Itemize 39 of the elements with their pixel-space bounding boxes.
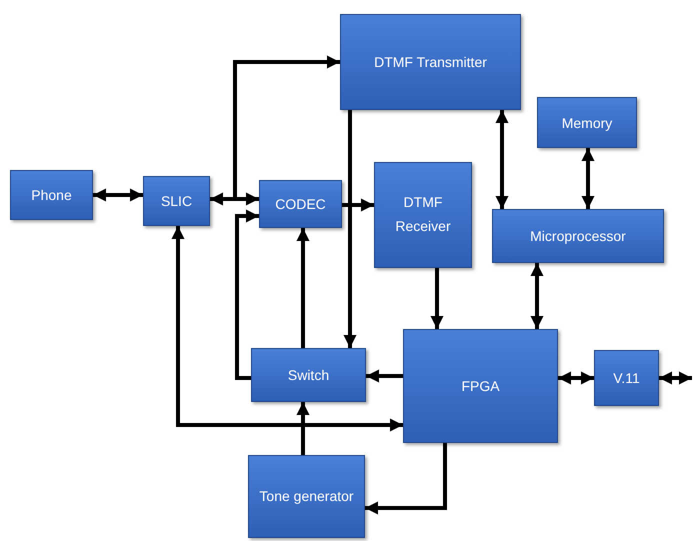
- block-label: Tone generator: [259, 486, 354, 506]
- block-box: [492, 209, 664, 263]
- arrow: [342, 198, 374, 212]
- block-box: [403, 329, 558, 443]
- block-label: Memory: [562, 114, 612, 130]
- block-label: FPGA: [461, 378, 500, 394]
- block-label: Phone: [31, 187, 72, 203]
- arrow: [233, 56, 340, 199]
- block-label: SLIC: [160, 193, 192, 209]
- arrow: [296, 402, 310, 455]
- block-box: [251, 348, 366, 402]
- arrow: [496, 110, 508, 209]
- arrow: [366, 370, 403, 382]
- arrow: [344, 110, 356, 348]
- block-label: V.11: [613, 370, 640, 386]
- arrow: [93, 188, 143, 202]
- block-label: DTMF Transmitter: [374, 52, 487, 72]
- block-label: Microprocessor: [530, 228, 626, 244]
- arrow: [582, 148, 594, 209]
- block-box: [340, 14, 521, 110]
- arrow: [235, 210, 259, 380]
- block-box: [248, 455, 365, 538]
- block-box: [143, 176, 210, 226]
- arrow: [365, 443, 447, 514]
- block-box: [10, 170, 93, 220]
- arrow: [296, 228, 310, 348]
- arrow: [530, 263, 544, 329]
- arrow: [659, 372, 692, 384]
- block-box: [594, 350, 659, 406]
- block-box: [374, 162, 472, 268]
- block-label: CODEC: [275, 196, 326, 212]
- block-box: [259, 180, 342, 228]
- arrow: [210, 192, 259, 206]
- block-label: DTMF Receiver: [394, 193, 452, 236]
- arrow: [172, 226, 403, 432]
- arrow: [558, 372, 594, 384]
- block-label: Switch: [288, 367, 330, 383]
- arrow: [430, 268, 444, 329]
- block-box: [537, 97, 637, 148]
